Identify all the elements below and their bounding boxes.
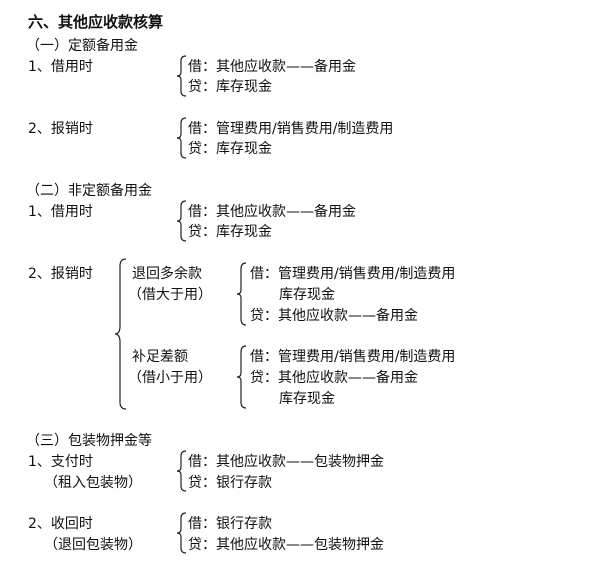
debit-entry: 借：管理费用/销售费用/制造费用 [250, 349, 456, 365]
debit-entry: 借：银行存款 [188, 516, 272, 532]
brace-icon [176, 55, 188, 97]
debit-entry: 借：管理费用/销售费用/制造费用 [250, 266, 456, 282]
item-label: 2、报销时 [28, 266, 93, 282]
debit-entry: 借：其他应收款——备用金 [188, 59, 356, 75]
item-label: 2、收回时 [28, 516, 93, 532]
case-note: （借小于用） [128, 370, 212, 386]
item-note: （退回包装物） [44, 537, 142, 553]
item-label: 1、借用时 [28, 204, 93, 220]
debit-entry: 借：管理费用/销售费用/制造费用 [188, 121, 394, 137]
item-note: （租入包装物） [44, 475, 142, 491]
section-heading: （一）定额备用金 [26, 38, 138, 54]
item-label: 2、报销时 [28, 121, 93, 137]
credit-entry: 贷：库存现金 [188, 79, 272, 95]
credit-entry-continued: 库存现金 [279, 391, 335, 407]
brace-icon [236, 262, 248, 326]
brace-icon [236, 345, 248, 409]
page-title: 六、其他应收款核算 [28, 13, 164, 31]
section-heading: （二）非定额备用金 [26, 183, 152, 199]
case-name: 补足差额 [132, 349, 188, 365]
brace-icon [176, 512, 188, 554]
case-name: 退回多余款 [132, 266, 202, 282]
debit-entry-continued: 库存现金 [279, 287, 335, 303]
brace-icon [176, 117, 188, 159]
credit-entry: 贷：其他应收款——备用金 [250, 308, 418, 324]
credit-entry: 贷：其他应收款——包装物押金 [188, 537, 384, 553]
case-note: （借大于用） [128, 287, 212, 303]
brace-icon [176, 450, 188, 492]
credit-entry: 贷：库存现金 [188, 224, 272, 240]
section-heading: （三）包装物押金等 [26, 433, 152, 449]
credit-entry: 贷：银行存款 [188, 475, 272, 491]
large-brace-icon [114, 258, 128, 410]
debit-entry: 借：其他应收款——包装物押金 [188, 454, 384, 470]
brace-icon [176, 200, 188, 242]
debit-entry: 借：其他应收款——备用金 [188, 204, 356, 220]
credit-entry: 贷：库存现金 [188, 141, 272, 157]
item-label: 1、借用时 [28, 59, 93, 75]
credit-entry: 贷：其他应收款——备用金 [250, 370, 418, 386]
item-label: 1、支付时 [28, 454, 93, 470]
